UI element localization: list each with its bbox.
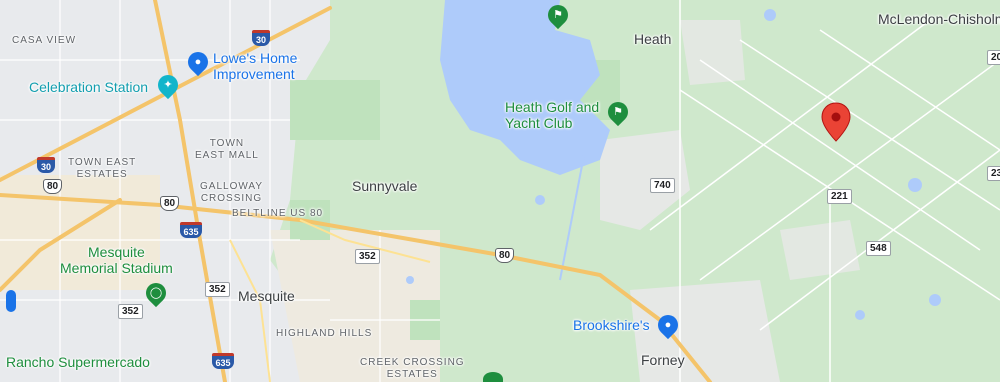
state-route-shield: 20 [987,50,1000,65]
road-grid-east [649,0,1000,382]
poi-heath-golf[interactable]: Heath Golf and Yacht Club [505,99,600,131]
us-route-shield: 80 [160,196,180,211]
map-pin-partial[interactable] [6,290,16,312]
place-highland-hills: HIGHLAND HILLS [276,328,373,339]
interstate-shield: 635 [180,222,202,238]
place-mesquite: Mesquite [238,288,295,304]
pond [535,195,545,205]
pond [929,294,941,306]
state-route-shield: 23 [987,166,1000,181]
interstate-shield: 30 [252,30,270,46]
park-area [290,80,380,140]
state-route-shield: 221 [827,189,852,204]
grocery-cart-icon[interactable]: ● [653,310,683,340]
place-heath: Heath [634,31,672,47]
pond [908,178,922,192]
state-route-shield: 352 [205,282,230,297]
poi-lowes[interactable]: Lowe's Home Improvement [213,50,298,82]
place-creek-crossing-estates: CREEK CROSSING ESTATES [360,357,465,380]
interstate-shield: 635 [212,353,234,369]
urban-area-forney [630,280,780,382]
urban-patch [780,220,860,280]
interstate-shield: 30 [37,157,55,173]
state-route-shield: 740 [650,178,675,193]
poi-rancho-supermercado[interactable]: Rancho Supermercado [6,354,150,370]
pond [406,276,414,284]
state-route-shield: 352 [118,304,143,319]
place-town-east-mall: TOWN EAST MALL [195,138,259,161]
place-mclendon-chisholm: McLendon-Chisholm [878,11,1000,27]
lake-ray-hubbard [440,0,610,175]
us-route-shield: 80 [495,248,515,263]
urban-area-mesquite [270,230,440,382]
pond [855,310,865,320]
urban-patch [680,20,745,85]
golf-icon[interactable]: ⚑ [603,97,633,127]
creek [559,149,586,281]
shopping-bag-icon[interactable]: ● [183,47,213,77]
poi-mesquite-stadium[interactable]: Mesquite Memorial Stadium [60,244,173,276]
stadium-icon[interactable]: ◯ [141,278,171,308]
pond [764,9,776,21]
arterial-roads [229,219,431,382]
place-casa-view: CASA VIEW [12,35,77,46]
place-forney: Forney [641,352,685,368]
state-route-shield: 352 [355,249,380,264]
poi-brookshires[interactable]: Brookshire's [573,317,650,333]
location-pin-icon[interactable] [821,102,851,142]
us-route-shield: 80 [43,179,63,194]
urban-area-heath-south [600,130,690,230]
amusement-icon[interactable]: ✦ [153,70,183,100]
golf-icon[interactable]: ⚑ [543,0,573,30]
state-route-shield: 548 [866,241,891,256]
map-pin-partial[interactable] [483,372,503,382]
poi-celebration-station[interactable]: Celebration Station [29,79,149,95]
place-galloway-crossing: GALLOWAY CROSSING [200,181,264,204]
place-beltline-us80: BELTLINE US 80 [232,208,324,219]
place-town-east-estates: TOWN EAST ESTATES [68,157,137,180]
place-sunnyvale: Sunnyvale [352,178,418,194]
